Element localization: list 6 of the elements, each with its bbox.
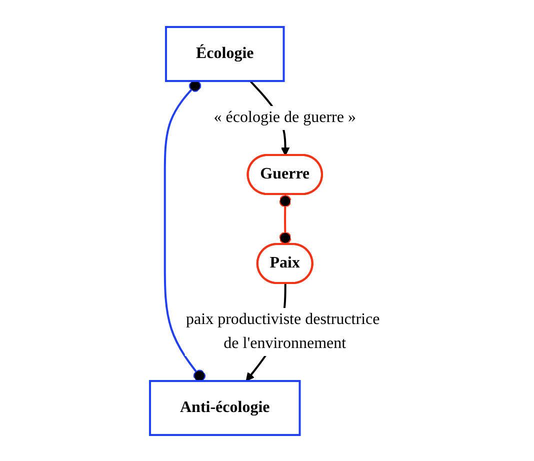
connector (163, 79, 206, 382)
node-box: Écologie (164, 26, 284, 82)
node-box: Anti-écologie (148, 380, 300, 436)
edge-label: « écologie de guerre » (213, 108, 356, 126)
connector (278, 194, 291, 244)
edge-label: paix productiviste destructrice de l'environnement (186, 310, 380, 352)
